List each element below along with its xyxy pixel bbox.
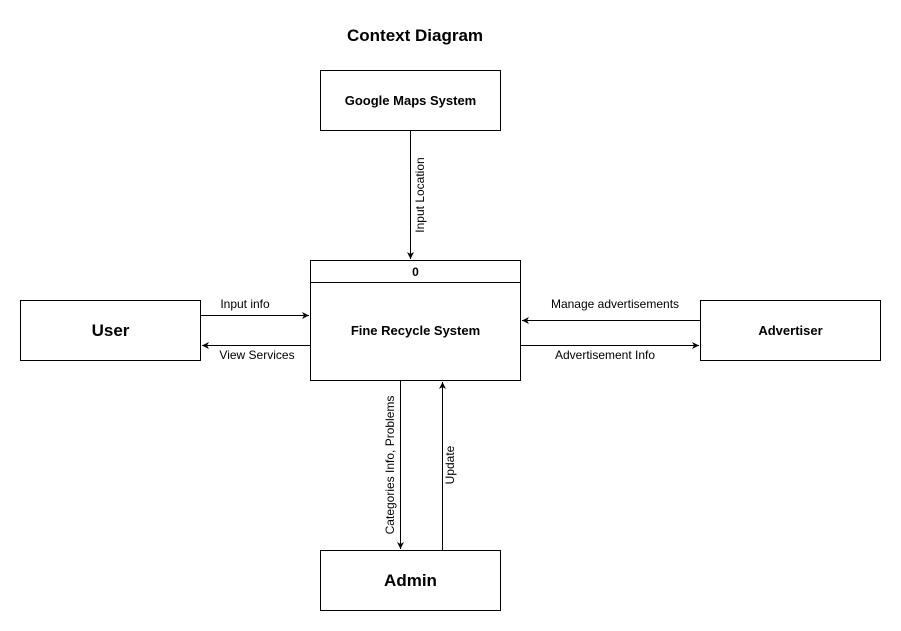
advertiser-entity-label: Advertiser [758,323,822,338]
input-info-label: Input info [220,297,270,311]
user-entity-box [20,300,201,361]
advertisement-info-label: Advertisement Info [555,348,655,362]
update-label: Update [443,445,457,484]
process-body-box [310,282,521,381]
admin-entity-box [320,550,501,611]
advertiser-entity-box [700,300,881,361]
google-maps-system-label: Google Maps System [345,93,476,108]
diagram-title: Context Diagram [347,26,483,45]
categories-info-label: Categories Info, Problems [383,396,397,535]
process-name: Fine Recycle System [351,323,480,338]
manage-advertisements-label: Manage advertisements [551,297,679,311]
view-services-label: View Services [219,348,294,362]
input-location-label: Input Location [413,157,427,232]
google-maps-system-box [320,70,501,131]
admin-entity-label: Admin [384,571,437,590]
user-entity-label: User [92,321,130,340]
process-number: 0 [412,265,419,279]
